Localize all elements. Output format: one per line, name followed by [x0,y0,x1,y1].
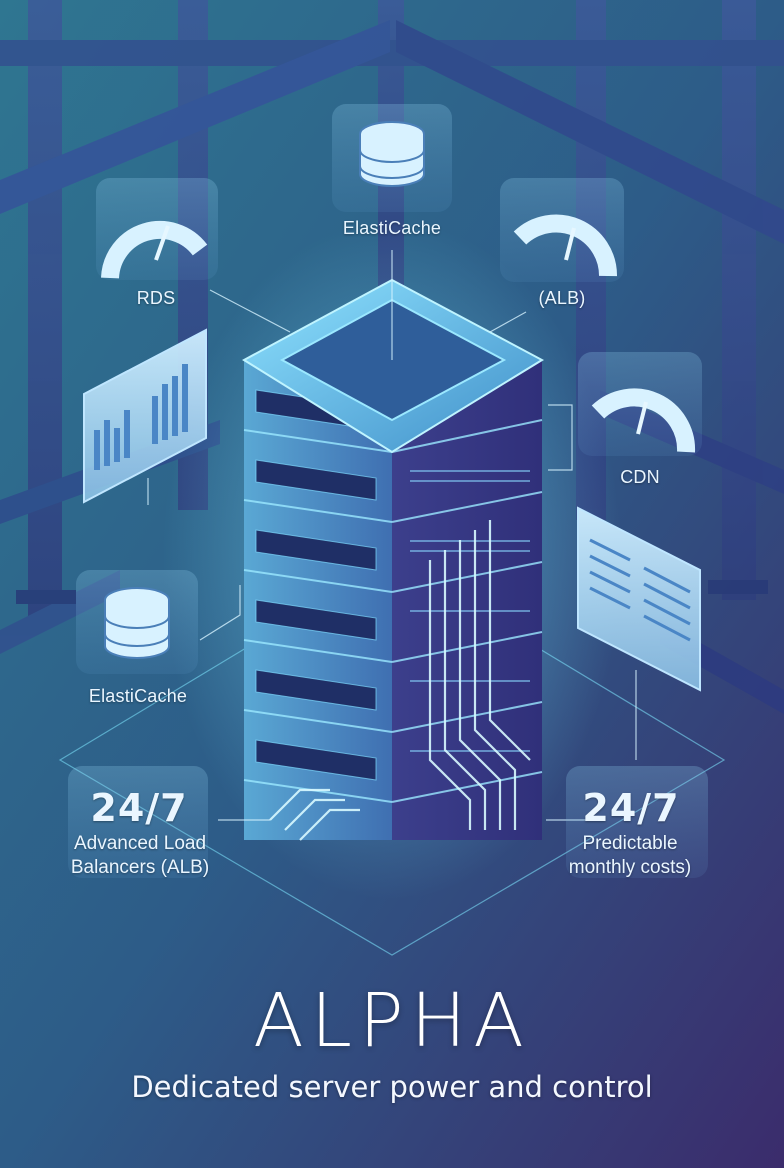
elasticache-top-label: ElastiCache [342,218,442,238]
gauge-icon [101,220,208,279]
tagline: Dedicated server power and control [131,1070,653,1104]
bar-chart-panel-icon [83,328,207,504]
document-panel-icon [577,506,701,692]
brand-title: ALPHA [253,978,531,1064]
alb-label: (ALB) [538,288,586,308]
database-icon [104,587,170,659]
stat-right-line1: Predictable [582,833,678,854]
stat-right-value: 24/7 [582,786,680,830]
stat-left-line1: Advanced Load [73,833,207,854]
server-rack-icon [242,278,545,841]
stat-right-line2: monthly costs) [568,857,692,878]
database-icon [359,121,425,187]
gauge-icon [591,388,696,453]
rds-label: RDS [136,288,176,308]
stat-left-line2: Balancers (ALB) [70,857,210,878]
gauge-icon [513,214,618,277]
elasticache-left-label: ElastiCache [88,686,188,706]
cdn-label: CDN [620,467,660,487]
stat-left-value: 24/7 [90,786,188,830]
